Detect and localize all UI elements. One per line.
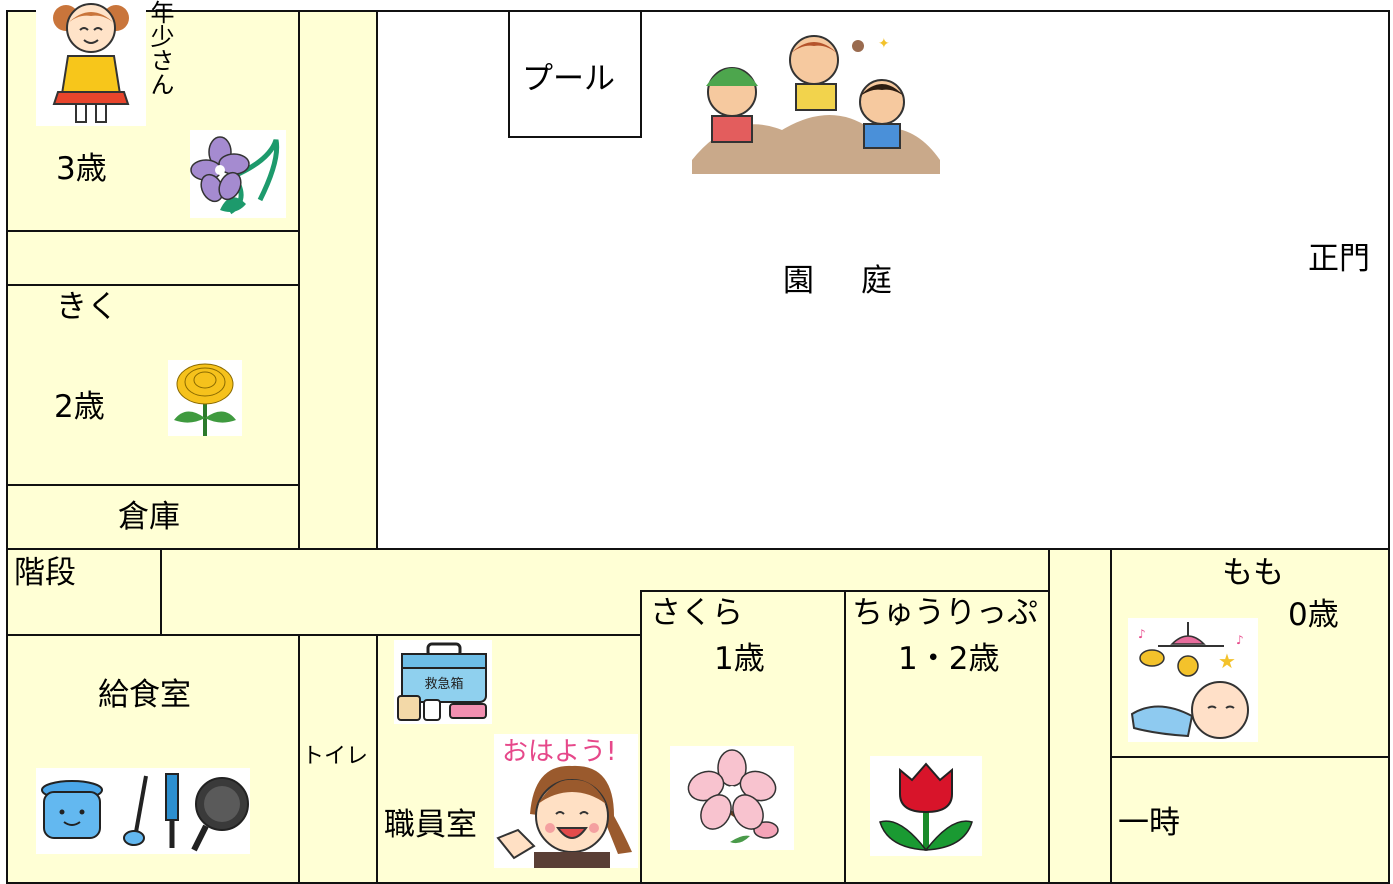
svg-text:✦: ✦ <box>878 36 890 52</box>
kiku-name: きく <box>56 289 118 325</box>
kids-sandbox-illustration: ✦ <box>692 30 940 174</box>
violet-flower-icon <box>190 130 286 218</box>
room-stairs <box>6 548 162 636</box>
momo-name: もも <box>1222 555 1284 591</box>
kitchen-label: 給食室 <box>98 677 191 713</box>
room-storage <box>6 484 300 550</box>
kiku-age: 2歳 <box>54 389 105 425</box>
sakura-name: さくら <box>650 595 743 631</box>
corridor-right <box>1048 548 1114 884</box>
tulip-icon <box>870 756 982 856</box>
main-gate-label: 正門 <box>1308 241 1370 277</box>
churippu-age: 1・2歳 <box>898 641 1000 677</box>
cooking-utensils-icon <box>36 768 250 854</box>
corridor-vertical <box>298 10 378 550</box>
ichiji-label: 一時 <box>1118 805 1180 841</box>
momo-age: 0歳 <box>1288 597 1339 633</box>
toilet-label: トイレ <box>302 744 369 769</box>
svg-text:♪: ♪ <box>1236 633 1244 647</box>
nensho-age: 3歳 <box>56 151 107 187</box>
storage-label: 倉庫 <box>118 499 180 535</box>
pool <box>508 10 642 138</box>
kit-label: 救急箱 <box>424 676 463 692</box>
churippu-name: ちゅうりっぷ <box>852 595 1038 631</box>
corridor-left-top <box>6 230 300 286</box>
girl-illustration <box>36 0 146 126</box>
staff-room-label: 職員室 <box>384 807 477 843</box>
room-kiku <box>6 284 300 486</box>
greeting-girl-illustration: おはよう! <box>494 734 638 868</box>
cherry-blossom-icon <box>670 746 794 850</box>
nensho-badge: 年少さん <box>146 0 174 96</box>
chrysanthemum-icon <box>168 360 242 436</box>
first-aid-kit-icon: 救急箱 <box>394 640 492 724</box>
room-toilet <box>298 634 378 884</box>
pool-label: プール <box>522 61 615 97</box>
baby-mobile-illustration: ★ ♪ ♪ <box>1128 618 1258 742</box>
svg-text:♪: ♪ <box>1138 627 1146 641</box>
greeting-text: おはよう! <box>502 737 616 767</box>
stairs-label: 階段 <box>14 555 76 591</box>
sakura-age: 1歳 <box>714 641 765 677</box>
room-ichiji <box>1110 756 1390 884</box>
garden-label: 園 庭 <box>783 263 900 299</box>
svg-text:★: ★ <box>1218 649 1236 673</box>
